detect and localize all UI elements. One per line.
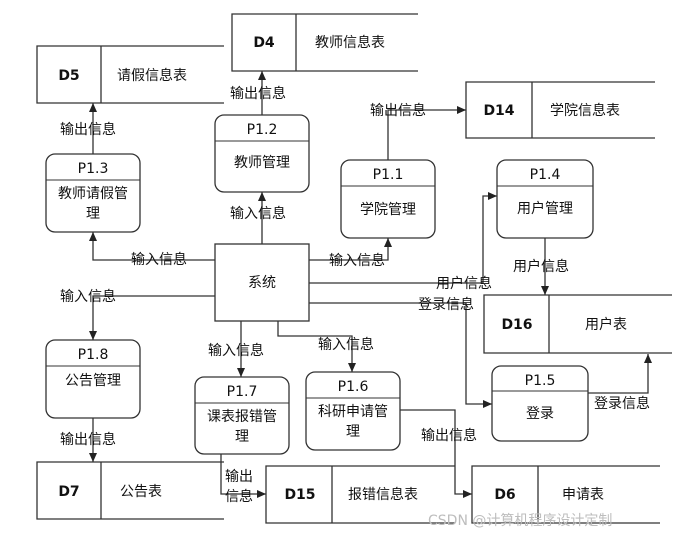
- process-p13-name-line1: 教师请假管: [58, 186, 128, 202]
- store-d14-name: 学院信息表: [550, 102, 620, 119]
- store-d7: D7 公告表: [36, 461, 224, 520]
- store-d15: D15 报错信息表: [265, 465, 455, 524]
- store-d15-id: D15: [284, 487, 315, 503]
- process-p16-name-line1: 科研申请管: [318, 404, 388, 420]
- process-p14-id: P1.4: [530, 167, 561, 183]
- process-p16: P1.6 科研申请管 理: [305, 371, 401, 451]
- flow-label-user-info-sys: 用户信息: [436, 275, 492, 292]
- process-p16-id: P1.6: [338, 379, 369, 395]
- flow-label-out-p17-line1: 输出: [225, 469, 253, 485]
- process-p13: P1.3 教师请假管 理: [45, 153, 141, 233]
- system-entity: 系统: [214, 243, 310, 322]
- process-p12-id: P1.2: [247, 122, 278, 138]
- process-p18-id: P1.8: [78, 347, 109, 363]
- process-p12: P1.2 教师管理: [214, 114, 310, 193]
- flow-p16-d6: [400, 409, 472, 498]
- process-p11-id: P1.1: [373, 167, 404, 183]
- store-d4-id: D4: [253, 35, 275, 51]
- flow-sys-p14: [309, 192, 497, 284]
- process-p17-id: P1.7: [227, 384, 258, 400]
- flow-label-out-p16: 输出信息: [421, 427, 477, 444]
- process-p17-name-line1: 课表报错管: [207, 409, 277, 425]
- flow-label-user-info-p14: 用户信息: [513, 258, 569, 275]
- store-d6: D6 申请表: [471, 465, 660, 524]
- flow-label-in-p12: 输入信息: [230, 205, 286, 222]
- process-p13-id: P1.3: [78, 161, 109, 177]
- store-d14: D14 学院信息表: [465, 81, 655, 139]
- flow-p15-d16: [588, 354, 652, 394]
- process-p11-name: 学院管理: [360, 202, 416, 218]
- store-d4: D4 教师信息表: [231, 13, 418, 72]
- flow-label-in-p11: 输入信息: [329, 252, 385, 269]
- process-p12-name: 教师管理: [234, 155, 290, 171]
- process-p16-name-line2: 理: [346, 424, 360, 440]
- store-d5-id: D5: [58, 68, 79, 84]
- flow-p17-d15: [220, 454, 266, 498]
- process-p18: P1.8 公告管理: [45, 339, 141, 419]
- store-d14-id: D14: [483, 103, 514, 119]
- flow-label-out-p18: 输出信息: [60, 431, 116, 448]
- store-d6-name: 申请表: [562, 487, 604, 503]
- flow-labels: 输入信息 输入信息 输入信息 输入信息 输入信息 输入信息 用户信息 登录信息 …: [60, 85, 650, 505]
- flow-lines: [89, 71, 652, 498]
- flow-sys-p16: [277, 321, 356, 372]
- flow-label-out-p11: 输出信息: [370, 102, 426, 119]
- store-d5-name: 请假信息表: [117, 67, 187, 84]
- process-p18-name: 公告管理: [65, 373, 121, 389]
- flow-label-in-p17: 输入信息: [208, 342, 264, 359]
- flow-sys-p15: [309, 302, 492, 408]
- store-d4-name: 教师信息表: [315, 34, 385, 51]
- flow-label-in-p13: 输入信息: [131, 251, 187, 268]
- flow-label-out-p12: 输出信息: [230, 85, 286, 102]
- store-d16-name: 用户表: [585, 316, 627, 333]
- flow-label-out-p17-line2: 信息: [225, 488, 253, 505]
- flow-sys-p13: [89, 232, 215, 261]
- flow-label-in-p16: 输入信息: [318, 336, 374, 353]
- store-d6-id: D6: [494, 487, 515, 503]
- store-d7-id: D7: [58, 484, 79, 500]
- flow-p11-d14: [387, 106, 466, 160]
- store-d16-id: D16: [501, 317, 532, 333]
- process-p15-name: 登录: [526, 406, 554, 422]
- process-p14-name: 用户管理: [517, 200, 573, 217]
- system-label: 系统: [248, 275, 276, 291]
- flow-label-login-info-sys: 登录信息: [418, 296, 474, 313]
- flow-label-login-info-p15: 登录信息: [594, 395, 650, 412]
- process-p17: P1.7 课表报错管 理: [194, 376, 290, 455]
- store-d16: D16 用户表: [483, 294, 672, 354]
- process-p15: P1.5 登录: [491, 365, 589, 442]
- process-p13-name-line2: 理: [86, 206, 100, 222]
- flow-label-in-p18: 输入信息: [60, 288, 116, 305]
- watermark-text: CSDN @计算机程序设计定制: [428, 513, 612, 529]
- store-d15-name: 报错信息表: [348, 486, 418, 503]
- flow-sys-p11: [309, 238, 392, 261]
- flow-sys-p18: [89, 295, 215, 340]
- process-p11: P1.1 学院管理: [340, 159, 436, 239]
- process-p17-name-line2: 理: [235, 429, 249, 445]
- flow-label-out-p13: 输出信息: [60, 121, 116, 138]
- process-p14: P1.4 用户管理: [496, 159, 594, 239]
- store-d5: D5 请假信息表: [36, 45, 224, 104]
- store-d7-name: 公告表: [120, 484, 162, 500]
- process-p15-id: P1.5: [525, 373, 556, 389]
